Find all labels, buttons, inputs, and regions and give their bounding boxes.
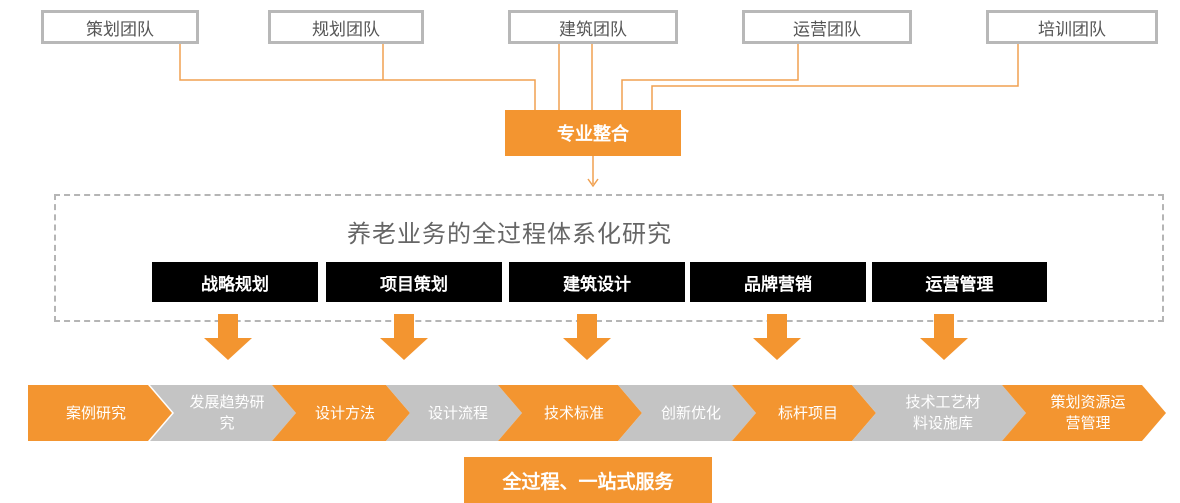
down-arrow-icon — [380, 314, 428, 360]
chevron-text: 发展趋势研究 — [189, 393, 265, 432]
chevron-orange — [1002, 385, 1166, 441]
chevron-label: 策划资源运营管理 — [1038, 385, 1138, 441]
stage-project: 项目策划 — [326, 262, 502, 302]
team-box-operation: 运营团队 — [742, 10, 912, 44]
chevron-label: 设计流程 — [408, 385, 508, 441]
down-arrow-icon — [563, 314, 611, 360]
chevron-label: 案例研究 — [46, 385, 146, 441]
process-chevrons — [28, 385, 1166, 441]
chevron-gray — [150, 385, 296, 441]
arrow-head — [587, 178, 599, 188]
down-arrow-icon — [204, 314, 252, 360]
chevron-text: 标杆项目 — [777, 403, 838, 422]
connector-line — [179, 44, 536, 110]
team-box-architecture: 建筑团队 — [508, 10, 678, 44]
chevron-gray — [618, 385, 756, 441]
research-title: 养老业务的全过程体系化研究 — [347, 220, 672, 248]
chevron-label: 发展趋势研究 — [177, 385, 277, 441]
stage-design: 建筑设计 — [509, 262, 685, 302]
chevron-label: 设计方法 — [295, 385, 395, 441]
chevron-text: 设计流程 — [427, 403, 488, 422]
chevron-label: 创新优化 — [641, 385, 741, 441]
chevron-orange — [272, 385, 410, 441]
chevron-orange — [498, 385, 642, 441]
chevron-label: 技术标准 — [524, 385, 624, 441]
team-box-urban: 规划团队 — [268, 10, 424, 44]
down-arrows — [204, 314, 968, 360]
chevron-gray — [386, 385, 522, 441]
chevron-text: 技术标准 — [543, 403, 604, 422]
chevron-text: 设计方法 — [314, 403, 375, 422]
down-arrow-icon — [920, 314, 968, 360]
chevron-orange — [732, 385, 876, 441]
down-arrow-icon — [753, 314, 801, 360]
team-box-planning: 策划团队 — [41, 10, 199, 44]
stage-marketing: 品牌营销 — [690, 262, 866, 302]
integration-box: 专业整合 — [505, 110, 681, 156]
chevron-orange — [28, 385, 172, 441]
chevron-text: 技术工艺材料设施库 — [905, 393, 981, 432]
connector-line — [651, 80, 1019, 110]
stage-operation: 运营管理 — [872, 262, 1047, 302]
chevron-label: 技术工艺材料设施库 — [893, 385, 993, 441]
connector-line — [621, 44, 799, 110]
bottom-service-label: 全过程、一站式服务 — [464, 457, 712, 503]
chevron-label: 标杆项目 — [758, 385, 858, 441]
team-box-training: 培训团队 — [986, 10, 1158, 44]
chevron-text: 案例研究 — [65, 403, 126, 422]
research-frame — [54, 194, 1164, 322]
chevron-text: 创新优化 — [660, 403, 721, 422]
stage-strategy: 战略规划 — [152, 262, 318, 302]
connector-lines — [179, 44, 1019, 188]
chevron-gray — [852, 385, 1026, 441]
chevron-text: 策划资源运营管理 — [1050, 393, 1126, 432]
